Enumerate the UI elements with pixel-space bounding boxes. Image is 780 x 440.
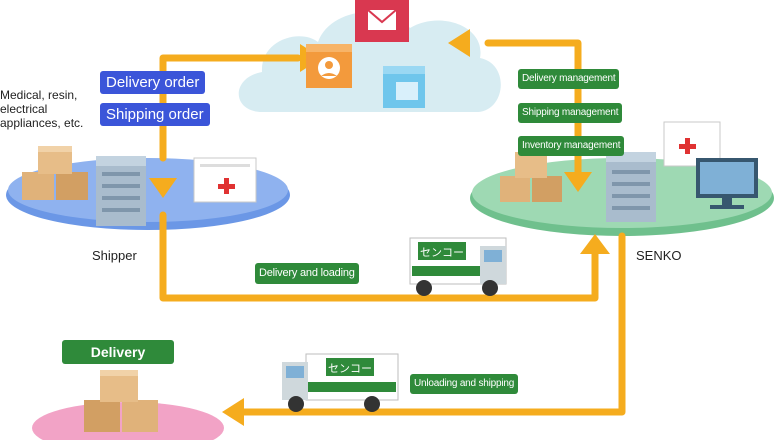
delivery-management-label: Delivery management	[518, 69, 620, 89]
monitor-icon	[696, 158, 758, 209]
arrow-heads	[149, 29, 610, 426]
senko-server-icon	[606, 152, 656, 222]
shipping-order-label: Shipping order	[100, 103, 210, 126]
arrowhead-into-destination	[222, 398, 244, 426]
senko-name: SENKO	[636, 248, 682, 263]
unloading-shipping-label: Unloading and shipping	[410, 374, 519, 394]
delivery-loading-label: Delivery and loading	[255, 263, 359, 284]
arrowhead-up-senko	[580, 234, 610, 254]
destination-boxes-icon	[84, 370, 158, 432]
delivery-destination-label: Delivery	[62, 340, 174, 364]
arrowhead-into-cloud-right	[448, 29, 470, 57]
document-box-icon	[383, 66, 425, 108]
arrow-shipper-to-senko	[159, 211, 599, 302]
shipper-name: Shipper	[92, 248, 137, 263]
truck-logo-text-2: センコー	[328, 362, 372, 375]
arrow-senko-to-destination	[236, 232, 626, 416]
shipping-management-label: Shipping management	[518, 103, 623, 123]
inventory-management-label: Inventory management	[518, 136, 625, 156]
goods-line: Medical, resin,	[0, 88, 78, 102]
arrowhead-down-senko	[564, 172, 592, 192]
goods-line: electrical	[0, 102, 48, 116]
delivery-order-label: Delivery order	[100, 71, 206, 94]
cloud	[238, 11, 501, 113]
goods-line: appliances, etc.	[0, 116, 84, 130]
senko-boxes-icon	[500, 152, 562, 202]
arrow-cloud-to-senko	[484, 39, 582, 182]
person-box-icon	[306, 44, 352, 88]
server-building-icon	[96, 156, 146, 226]
truck-icon-2	[282, 353, 399, 412]
mail-icon	[355, 0, 409, 42]
goods-description: Medical, resin, electrical appliances, e…	[0, 88, 83, 130]
truck-logo-text: センコー	[420, 246, 464, 259]
medical-document-icon	[193, 157, 257, 203]
boxes-icon	[22, 146, 88, 200]
arrowhead-down-shipper	[149, 178, 177, 198]
truck-icon	[409, 237, 507, 296]
